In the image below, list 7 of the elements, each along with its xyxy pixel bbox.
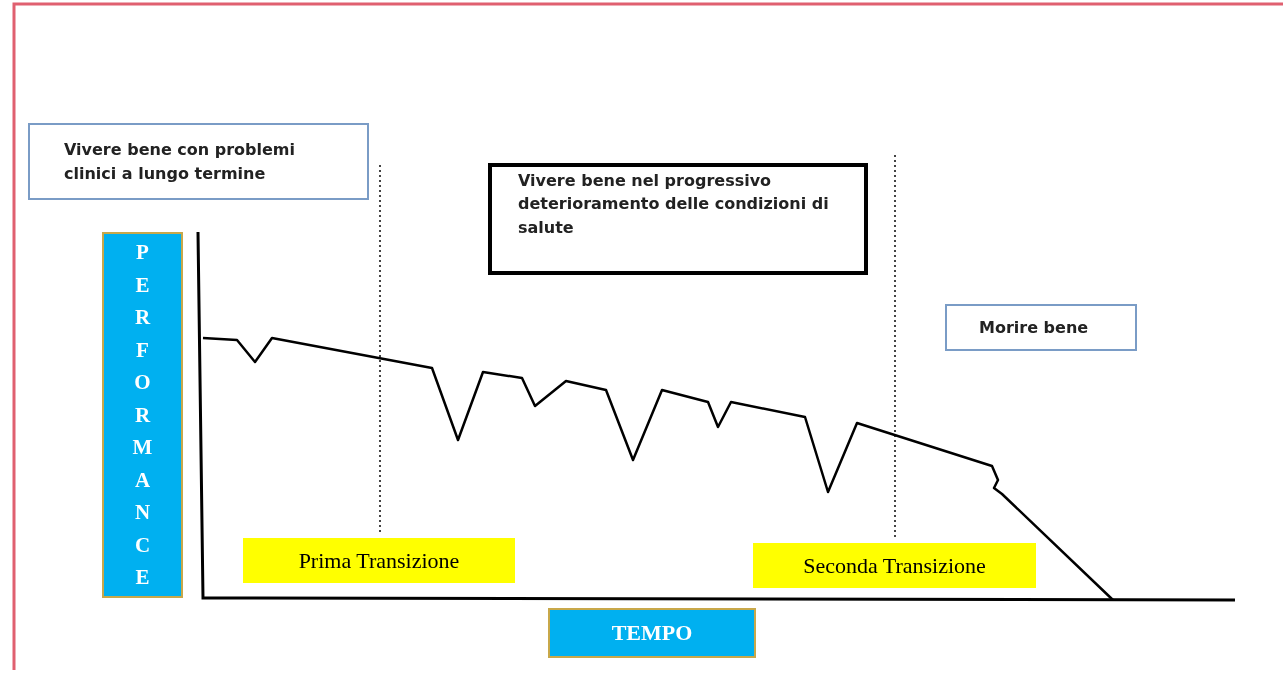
transition-label: Prima Transizione	[243, 538, 515, 583]
phase-box: Vivere bene con problemi clinici a lungo termine	[28, 123, 369, 200]
axis-title: TEMPO	[548, 608, 756, 658]
transition-label: Seconda Transizione	[753, 543, 1036, 588]
phase-box: Vivere bene nel progressivo deterioramento delle condizioni di salute	[488, 163, 868, 275]
axis-title: PERFORMANCE	[102, 232, 183, 598]
phase-box: Morire bene	[945, 304, 1137, 351]
